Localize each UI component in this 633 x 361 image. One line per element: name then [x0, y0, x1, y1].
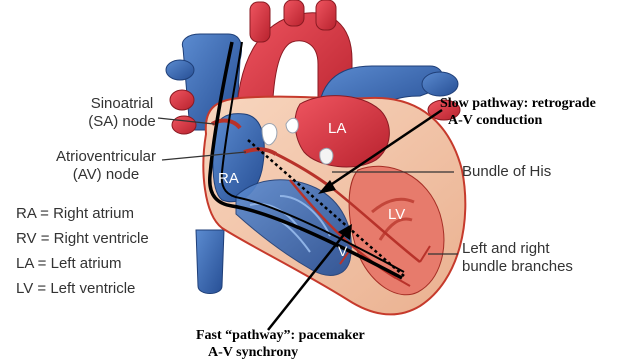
legend-item: LV = Left ventricle: [16, 276, 149, 301]
sa-node-label-line: (SA) node: [77, 113, 167, 131]
pulmonary-vein: [172, 116, 196, 134]
bundle-branches-label: Left and right bundle branches: [462, 240, 573, 276]
pulmonary-vein: [422, 72, 458, 96]
chamber-label-rv: V: [338, 243, 347, 259]
slow-pathway-label: Slow pathway: retrograde A-V conduction: [440, 95, 596, 129]
aortic-branch: [316, 0, 336, 30]
mitral-valve: [320, 148, 333, 164]
sa-node-label-line: Sinoatrial: [77, 95, 167, 113]
slow-pathway-label-line: A-V conduction: [440, 112, 596, 129]
chamber-label-ra: RA: [218, 170, 239, 187]
bundle-of-his-label: Bundle of His: [462, 163, 551, 181]
bundle-branches-label-line: Left and right: [462, 240, 573, 258]
av-node-label: Atrioventricular (AV) node: [47, 148, 165, 184]
sa-node-label: Sinoatrial (SA) node: [77, 95, 167, 131]
inferior-vena-cava: [196, 230, 224, 294]
aortic-branch: [250, 2, 270, 42]
av-node-label-line: Atrioventricular: [47, 148, 165, 166]
slow-pathway-label-line: Slow pathway: retrograde: [440, 95, 596, 112]
legend-item: LA = Left atrium: [16, 251, 149, 276]
abbreviation-legend: RA = Right atrium RV = Right ventricle L…: [16, 201, 149, 301]
aortic-branch: [284, 0, 304, 26]
pulmonary-vein: [166, 60, 194, 80]
av-node-label-line: (AV) node: [47, 166, 165, 184]
fast-pathway-label-line: A-V synchrony: [196, 344, 365, 361]
legend-item: RV = Right ventricle: [16, 226, 149, 251]
bundle-branches-label-line: bundle branches: [462, 258, 573, 276]
pulmonary-vein: [170, 90, 194, 110]
chamber-label-la: LA: [328, 120, 346, 137]
chamber-label-lv: LV: [388, 206, 405, 223]
fast-pathway-label: Fast “pathway”: pacemaker A-V synchrony: [196, 327, 365, 361]
fast-pathway-label-line: Fast “pathway”: pacemaker: [196, 327, 365, 344]
legend-item: RA = Right atrium: [16, 201, 149, 226]
